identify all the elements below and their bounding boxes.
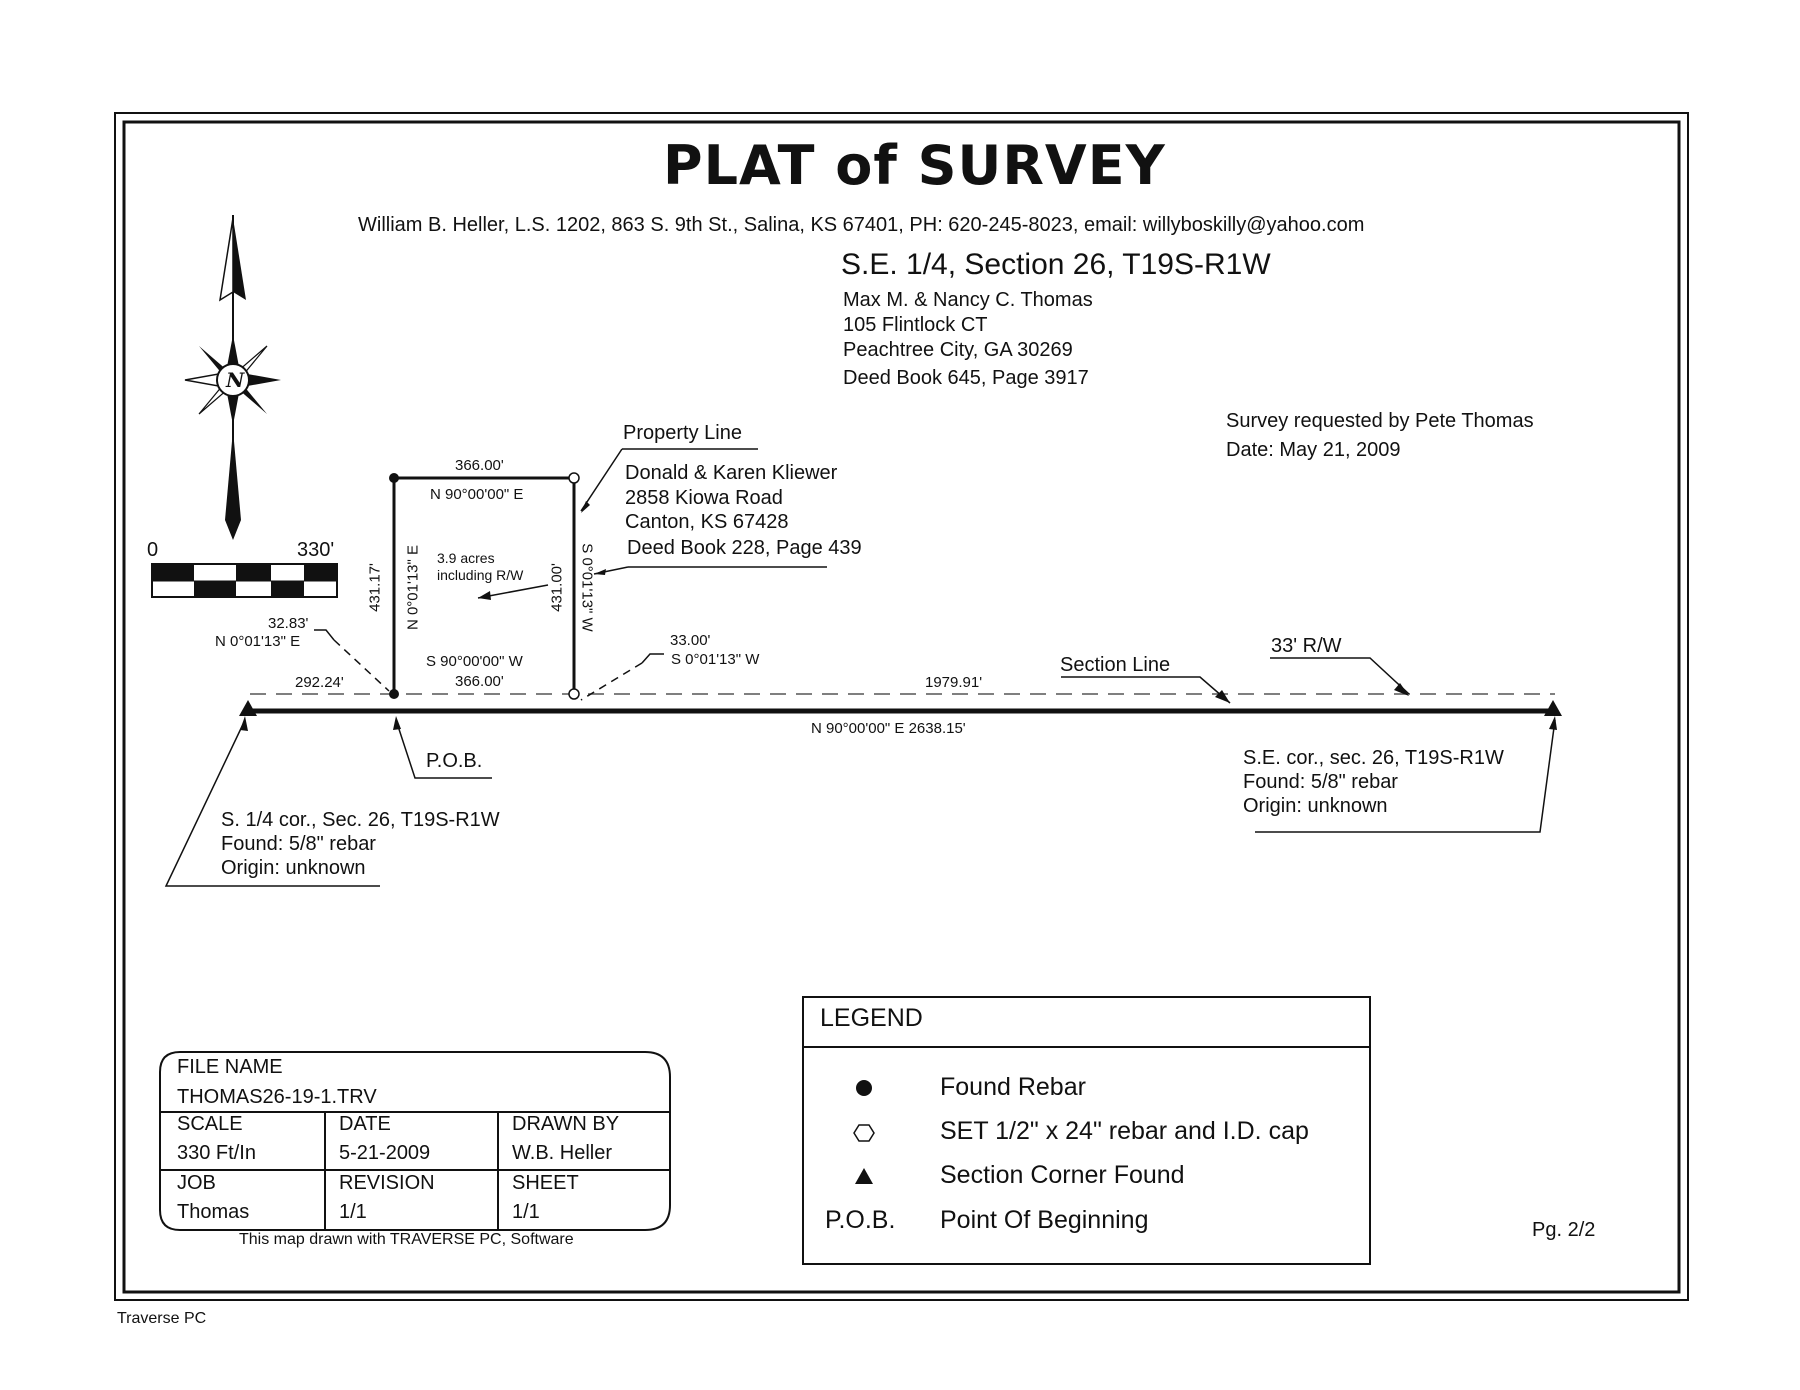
legend-found-rebar: Found Rebar [940,1073,1086,1101]
title-block-frame [159,1051,671,1231]
neighbor-city: Canton, KS 67428 [625,511,789,533]
legend-title: LEGEND [820,1004,923,1032]
right-of-way-label: 33' R/W [1271,635,1342,657]
tie-right-distance: 33.00' [670,632,711,649]
tie-left-offset: 292.24' [295,674,344,691]
survey-location: S.E. 1/4, Section 26, T19S-R1W [841,248,1271,281]
job-value: Thomas [177,1201,250,1223]
scale-bar-zero: 0 [147,539,159,561]
surveyed-tract [389,472,580,700]
section-corner-s14 [239,700,257,716]
page-title: PLAT of SURVEY [663,134,1166,197]
sheet-value: 1/1 [512,1201,540,1223]
job-label: JOB [177,1172,216,1194]
survey-requested-by: Survey requested by Pete Thomas [1226,410,1534,432]
point-of-beginning-label: P.O.B. [426,750,483,772]
date-label: DATE [339,1113,391,1135]
compass-north-letter: N [226,368,245,392]
outer-border [114,112,1689,1301]
section-line-label: Section Line [1060,654,1171,676]
section-corner-symbol [855,1168,873,1184]
software-note: This map drawn with TRAVERSE PC, Softwar… [239,1231,574,1248]
tract-right-bearing: S 0°01'13" W [578,543,596,632]
section-line-bearing: N 90°00'00" E 2638.15' [811,720,966,737]
tract-left-distance: 431.17' [366,563,384,612]
tract-left-bearing: N 0°01'13" E [404,544,422,631]
drawn-by-value: W.B. Heller [512,1142,613,1164]
neighbor-name: Donald & Karen Kliewer [625,462,838,484]
revision-label: REVISION [339,1172,435,1194]
se-corner-description: S.E. cor., sec. 26, T19S-R1W [1243,747,1504,769]
tract-area-note: including R/W [437,567,524,583]
north-arrow [184,215,281,540]
tie-left-distance: 32.83' [268,615,309,632]
set-rebar-symbol [853,1124,875,1142]
tract-bottom-distance: 366.00' [455,673,504,690]
legend-pob-symbol: P.O.B. [825,1206,896,1234]
file-name-value: THOMAS26-19-1.TRV [177,1086,377,1108]
footer-software: Traverse PC [117,1310,207,1327]
neighbor-deed: Deed Book 228, Page 439 [627,537,862,559]
surveyor-info: William B. Heller, L.S. 1202, 863 S. 9th… [358,214,1365,236]
legend-section-corner: Section Corner Found [940,1161,1185,1189]
found-rebar-symbol [856,1080,872,1096]
inner-border [122,120,1681,1294]
se-corner-found: Found: 5/8" rebar [1243,771,1398,793]
tract-bottom-bearing: S 90°00'00" W [426,653,523,670]
s14-corner-found: Found: 5/8" rebar [221,833,376,855]
owner-name: Max M. & Nancy C. Thomas [843,289,1093,311]
right-of-way-distance: 1979.91' [925,674,983,691]
leader-lines [164,448,1556,887]
owner-deed: Deed Book 645, Page 3917 [843,367,1089,389]
sheet-label: SHEET [512,1172,579,1194]
s14-corner-description: S. 1/4 cor., Sec. 26, T19S-R1W [221,809,500,831]
tract-top-distance: 366.00' [455,457,504,474]
file-name-label: FILE NAME [177,1056,283,1078]
tract-right-distance: 431.00' [548,563,566,612]
tie-right-bearing: S 0°01'13" W [671,651,760,668]
survey-date: Date: May 21, 2009 [1226,439,1401,461]
legend-set-rebar: SET 1/2" x 24" rebar and I.D. cap [940,1117,1309,1145]
tract-area: 3.9 acres [437,550,495,566]
scale-label: SCALE [177,1113,243,1135]
scale-bar-max: 330' [297,539,335,561]
page-number: Pg. 2/2 [1532,1219,1596,1241]
owner-city: Peachtree City, GA 30269 [843,339,1073,361]
date-value: 5-21-2009 [339,1142,431,1164]
tie-left-bearing: N 0°01'13" E [215,633,301,650]
legend-point-of-beginning: Point Of Beginning [940,1206,1149,1234]
drawn-by-label: DRAWN BY [512,1113,620,1135]
scale-bar [151,563,338,598]
revision-value: 1/1 [339,1201,367,1223]
neighbor-street: 2858 Kiowa Road [625,487,783,509]
owner-street: 105 Flintlock CT [843,314,988,336]
property-line-label: Property Line [623,422,742,444]
tract-top-bearing: N 90°00'00" E [430,486,524,503]
scale-value: 330 Ft/In [177,1142,256,1164]
section-corner-se [1544,700,1562,716]
legend-frame [802,996,1371,1265]
se-corner-origin: Origin: unknown [1243,795,1388,817]
s14-corner-origin: Origin: unknown [221,857,366,879]
